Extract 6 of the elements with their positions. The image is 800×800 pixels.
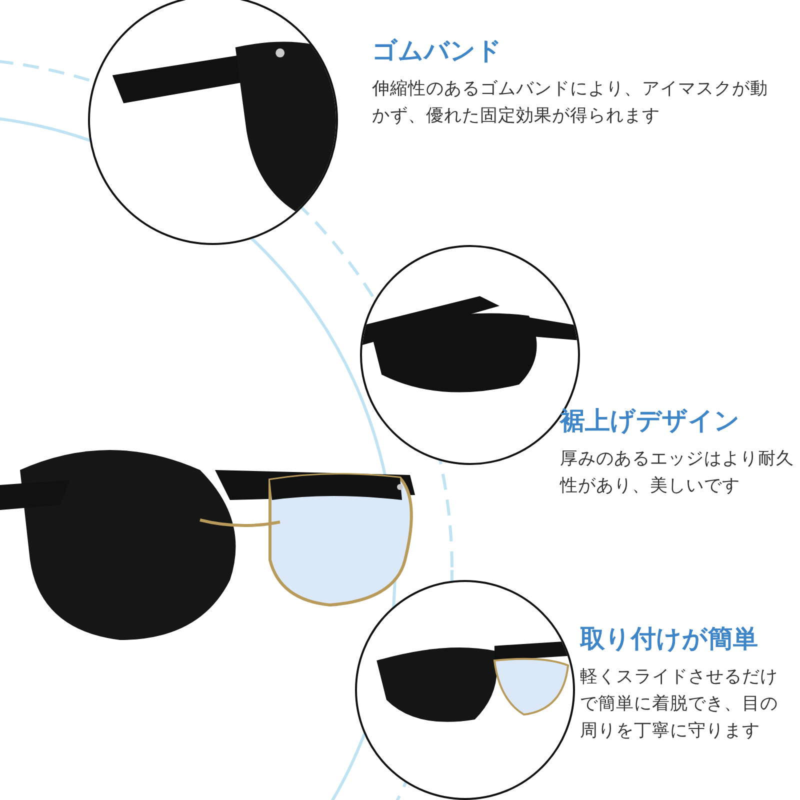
feature-description: 軽くスライドさせるだけで簡単に着脱でき、目の周りを丁寧に守ります xyxy=(580,666,779,743)
feature-heading: 裾上げデザイン xyxy=(560,406,741,436)
feature-heading: ゴムバンド xyxy=(372,36,503,66)
feature-description: 厚みのあるエッジはより耐久性があり、美しいです xyxy=(560,448,795,498)
feature-heading: 取り付けが簡単 xyxy=(580,624,759,654)
feature-description: 伸縮性のあるゴムバンドにより、アイマスクが動かず、優れた固定効果が得られます xyxy=(372,78,769,128)
